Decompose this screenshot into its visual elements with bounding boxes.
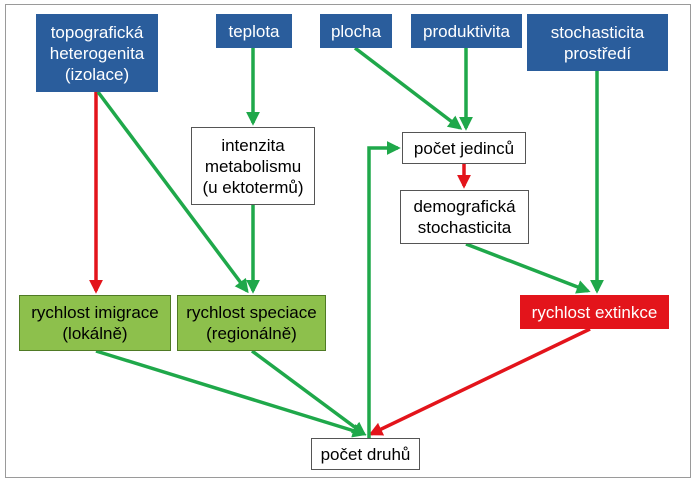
arrow-topo-to-spec (96, 90, 249, 294)
arrow-demo-to-ext (465, 242, 591, 294)
node-rychlost-speciace-line-2: (regionálně) (206, 324, 297, 343)
node-intenzita-metabolismu-line-3: (u ektotermů) (202, 177, 304, 197)
node-demograficka-stochasticita: demografická stochasticita (400, 190, 529, 244)
node-intenzita-metabolismu-line-2: metabolismu (204, 156, 302, 176)
node-pocet-druhu: počet druhů (311, 438, 420, 470)
node-rychlost-extinkce: rychlost extinkce (520, 295, 669, 329)
node-topograficka-heterogenita-line-2: heterogenita (49, 43, 145, 63)
node-topograficka-heterogenita-line-1: topografická (50, 22, 144, 42)
node-topograficka-heterogenita-line-3: (izolace) (64, 64, 130, 84)
node-topograficka-heterogenita: topografická heterogenita (izolace) (36, 14, 158, 92)
arrow-imig-to-druhu (95, 349, 367, 438)
arrow-ext-to-druhu (368, 327, 591, 436)
node-pocet-druhu-label: počet druhů (320, 444, 411, 464)
node-intenzita-metabolismu-line-1: intenzita (221, 135, 285, 155)
node-pocet-jedincu-label: počet jedinců (413, 138, 515, 158)
node-plocha: plocha (320, 14, 392, 48)
node-rychlost-speciace: rychlost speciace (regionálně) (177, 295, 326, 351)
arrow-druhu-to-pocetj (367, 141, 401, 438)
node-stochasticita-prostredi: stochasticita prostředí (527, 14, 668, 71)
node-rychlost-speciace-line-1: rychlost speciace (186, 303, 317, 322)
node-intenzita-metabolismu: intenzita metabolismu (u ektotermů) (191, 127, 315, 205)
node-rychlost-imigrace: rychlost imigrace (lokálně) (19, 295, 171, 351)
node-rychlost-imigrace-line-2: (lokálně) (62, 324, 128, 343)
arrow-spec-to-druhu (250, 349, 367, 436)
node-teplota-label: teplota (228, 21, 280, 41)
node-demograficka-stochasticita-line-2: stochasticita (417, 218, 512, 237)
node-teplota: teplota (216, 14, 292, 48)
arrow-plocha-to-pocetj (353, 46, 463, 130)
node-produktivita-label: produktivita (423, 21, 510, 41)
node-demograficka-stochasticita-line-1: demografická (413, 197, 516, 216)
node-plocha-label: plocha (330, 21, 382, 41)
node-rychlost-imigrace-line-1: rychlost imigrace (31, 303, 159, 322)
node-produktivita: produktivita (411, 14, 522, 48)
diagram-frame (5, 4, 691, 478)
node-pocet-jedincu: počet jedinců (402, 132, 526, 164)
node-rychlost-extinkce-label: rychlost extinkce (531, 302, 658, 322)
node-stochasticita-prostredi-line-1: stochasticita (550, 22, 645, 42)
node-stochasticita-prostredi-line-2: prostředí (563, 43, 632, 63)
